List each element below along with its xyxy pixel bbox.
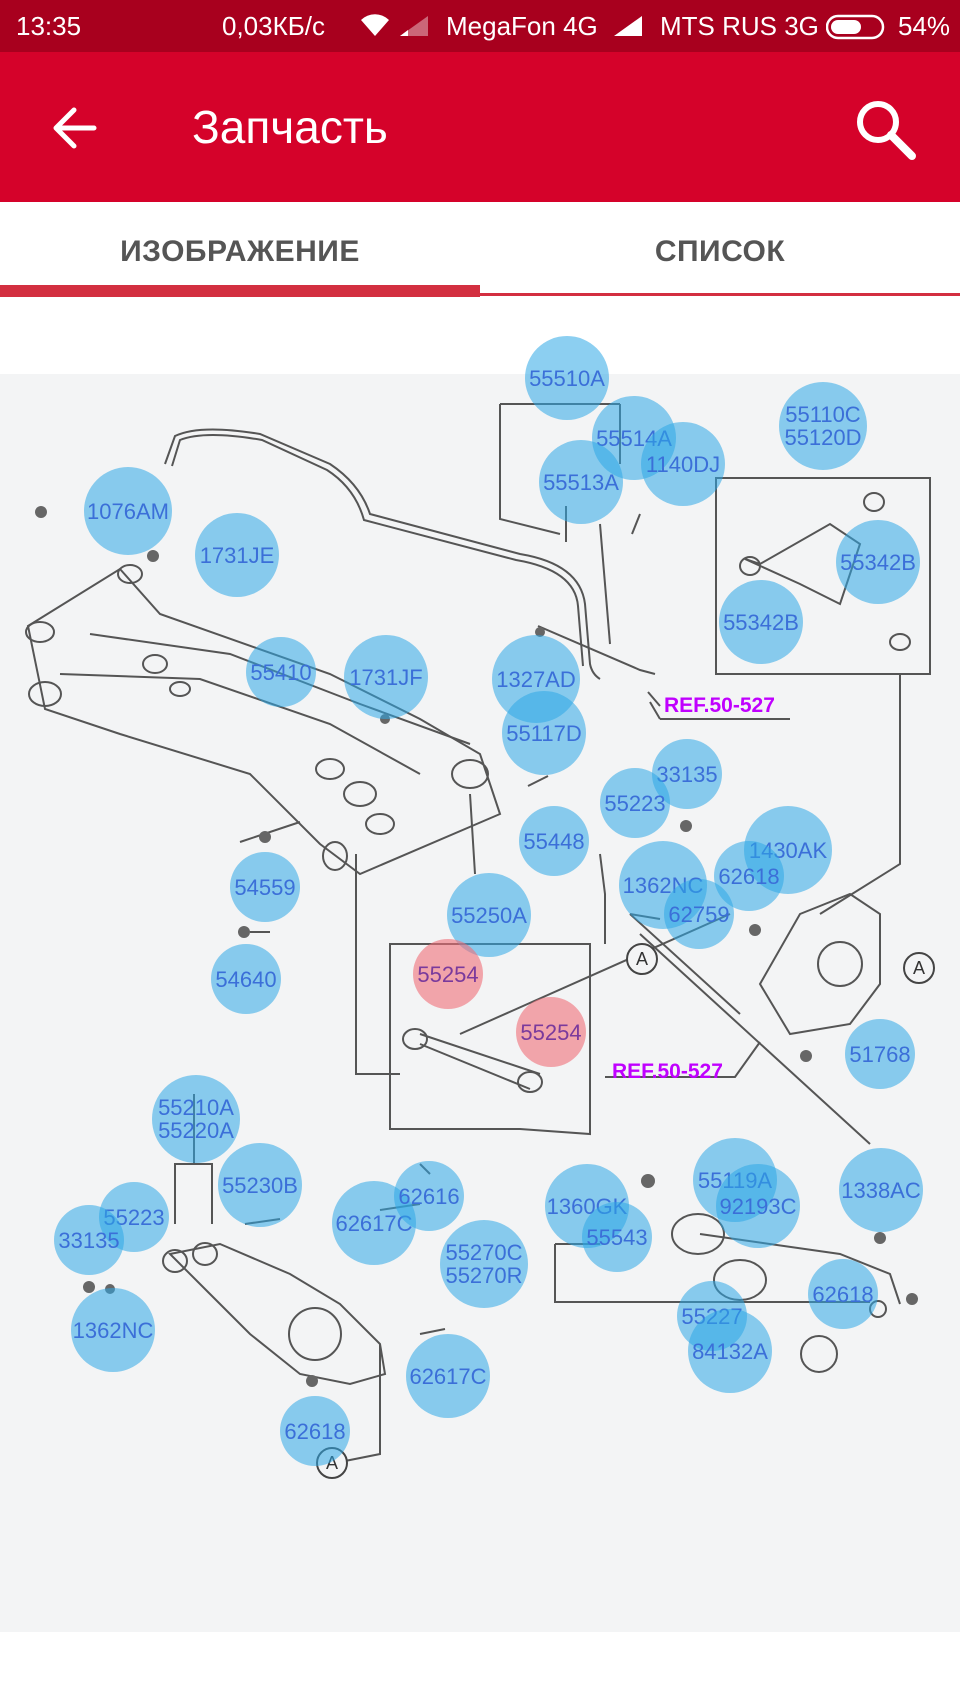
- part-hotspot[interactable]: 55210A 55220A: [152, 1075, 240, 1163]
- part-hotspot[interactable]: 51768: [845, 1019, 915, 1089]
- part-hotspot[interactable]: 1731JF: [344, 635, 428, 719]
- part-hotspot[interactable]: 84132A: [688, 1309, 772, 1393]
- part-hotspot[interactable]: 62616: [394, 1161, 464, 1231]
- search-icon[interactable]: [850, 94, 920, 164]
- part-hotspot[interactable]: 62617C: [332, 1181, 416, 1265]
- parts-diagram[interactable]: A A A REF.50-527 REF.50-527 55510A 55514…: [0, 336, 960, 1632]
- tab-divider: [480, 293, 960, 296]
- part-hotspot[interactable]: 62618: [280, 1396, 350, 1466]
- diagram-drawing: [25, 403, 931, 1465]
- part-hotspot[interactable]: 1140DJ: [641, 422, 725, 506]
- part-hotspot[interactable]: 1076AM: [84, 467, 172, 555]
- part-hotspot[interactable]: 55230B: [218, 1143, 302, 1227]
- arrow-left-icon[interactable]: [44, 98, 104, 158]
- ref-link[interactable]: REF.50-527: [612, 1060, 723, 1083]
- status-carrier-1: MegaFon 4G: [446, 11, 598, 41]
- signal-weak-icon: [398, 14, 430, 45]
- tab-list[interactable]: СПИСОК: [654, 235, 786, 268]
- part-hotspot[interactable]: 55543: [582, 1202, 652, 1272]
- part-hotspot[interactable]: 54640: [211, 944, 281, 1014]
- part-hotspot[interactable]: 55270C 55270R: [440, 1220, 528, 1308]
- signal-icon: [612, 14, 644, 45]
- status-carrier-2: MTS RUS 3G: [660, 11, 819, 41]
- marker-a: A: [903, 952, 935, 984]
- part-hotspot[interactable]: 55223: [600, 768, 670, 838]
- part-hotspot[interactable]: 55342B: [719, 580, 803, 664]
- part-hotspot[interactable]: 62617C: [406, 1334, 490, 1418]
- page-title: Запчасть: [192, 101, 388, 153]
- wifi-icon: [358, 12, 392, 45]
- part-hotspot-selected[interactable]: 55254: [413, 939, 483, 1009]
- part-hotspot[interactable]: 33135: [54, 1205, 124, 1275]
- part-hotspot[interactable]: 55342B: [836, 520, 920, 604]
- part-hotspot[interactable]: 54559: [230, 852, 300, 922]
- part-hotspot[interactable]: 62618: [808, 1259, 878, 1329]
- part-hotspot-selected[interactable]: 55254: [516, 997, 586, 1067]
- part-hotspot[interactable]: 1731JE: [195, 513, 279, 597]
- part-hotspot[interactable]: 55513A: [539, 440, 623, 524]
- status-time: 13:35: [16, 11, 82, 41]
- tab-bar: ИЗОБРАЖЕНИЕ СПИСОК: [0, 202, 960, 298]
- part-hotspot[interactable]: 55250A: [447, 873, 531, 957]
- app-bar: Запчасть: [0, 52, 960, 202]
- part-hotspot[interactable]: 55410: [246, 637, 316, 707]
- active-tab-indicator: [0, 285, 480, 297]
- status-bar: 13:35 0,03КБ/с MegaFon 4G MTS RUS 3G 54%: [0, 0, 960, 52]
- tab-image[interactable]: ИЗОБРАЖЕНИЕ: [120, 235, 360, 268]
- status-battery-level: 54%: [898, 11, 951, 41]
- part-hotspot[interactable]: 1338AC: [839, 1148, 923, 1232]
- status-net-speed: 0,03КБ/с: [222, 11, 326, 41]
- marker-a: A: [626, 943, 658, 975]
- battery-icon: [825, 14, 888, 47]
- part-hotspot[interactable]: 55117D: [502, 691, 586, 775]
- part-hotspot[interactable]: 55510A: [525, 336, 609, 420]
- ref-link[interactable]: REF.50-527: [664, 694, 775, 717]
- part-hotspot[interactable]: 1362NC: [71, 1288, 155, 1372]
- part-hotspot[interactable]: 55448: [519, 806, 589, 876]
- part-hotspot[interactable]: 62759: [664, 879, 734, 949]
- part-hotspot[interactable]: 55110C 55120D: [779, 382, 867, 470]
- part-hotspot[interactable]: 92193C: [716, 1164, 800, 1248]
